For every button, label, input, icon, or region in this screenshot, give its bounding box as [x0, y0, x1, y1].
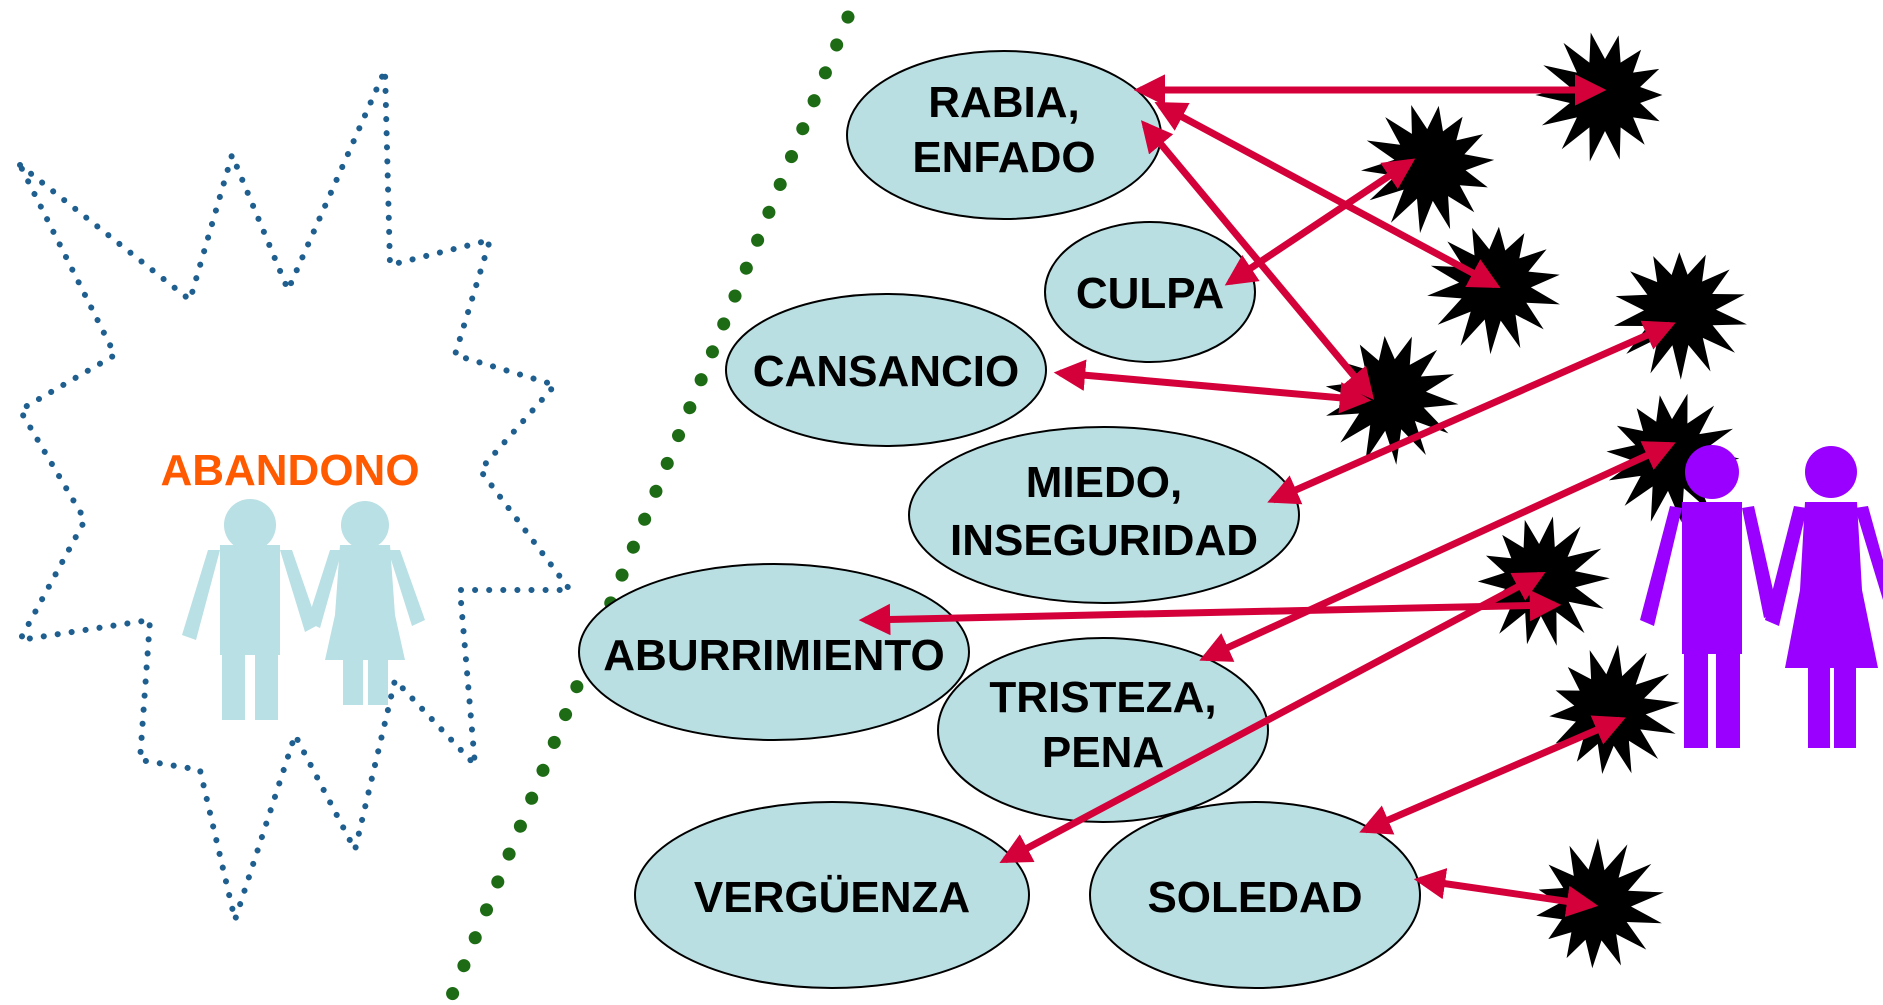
emotion-label: INSEGURIDAD: [950, 516, 1258, 565]
man-icon: [1640, 445, 1778, 748]
woman-icon: [307, 501, 425, 705]
double-arrow: [1053, 359, 1372, 414]
starburst-icon: [1361, 105, 1495, 234]
emotion-miedo: MIEDO, INSEGURIDAD: [908, 426, 1300, 604]
left-couple-icon: [182, 499, 425, 720]
double-arrow: [1359, 715, 1626, 835]
divider-line: [443, 10, 855, 1005]
emotion-aburrimiento: ABURRIMIENTO: [578, 563, 970, 741]
emotion-culpa: CULPA: [1044, 221, 1256, 363]
emotion-label: MIEDO,: [1026, 458, 1182, 507]
double-arrow: [858, 589, 1562, 636]
emotion-label: CULPA: [1076, 269, 1224, 318]
starburst-icon: [1613, 252, 1747, 380]
emotion-rabia: RABIA, ENFADO: [846, 50, 1162, 220]
starburst-icon: [1535, 32, 1663, 162]
starburst-icon: [1549, 644, 1680, 774]
arrows: [858, 74, 1676, 917]
starburst-icon: [1427, 226, 1560, 355]
starburst-icon: [1477, 516, 1610, 646]
emotion-label: PENA: [1042, 728, 1164, 777]
double-arrow: [999, 571, 1546, 864]
emotion-label: VERGÜENZA: [694, 873, 970, 922]
burst-outline: [14, 68, 576, 932]
double-arrow: [1224, 158, 1416, 286]
emotion-cansancio: CANSANCIO: [725, 293, 1047, 447]
emotion-label: TRISTEZA,: [989, 673, 1216, 722]
emotion-verguenza: VERGÜENZA: [634, 801, 1030, 989]
emotion-label: ENFADO: [912, 133, 1095, 182]
right-couple-icon: [1640, 445, 1883, 748]
emotion-label: SOLEDAD: [1147, 873, 1362, 922]
emotion-label: CANSANCIO: [753, 347, 1019, 396]
starburst-icon: [1536, 838, 1664, 969]
emotion-label: RABIA,: [928, 78, 1080, 127]
double-arrow: [1413, 868, 1599, 917]
abandono-burst: [14, 68, 576, 932]
woman-icon: [1765, 446, 1883, 748]
man-icon: [182, 499, 318, 720]
emotion-tristeza: TRISTEZA, PENA: [937, 637, 1269, 823]
emotion-label: ABURRIMIENTO: [603, 631, 944, 680]
abandono-label: ABANDONO: [160, 446, 419, 495]
